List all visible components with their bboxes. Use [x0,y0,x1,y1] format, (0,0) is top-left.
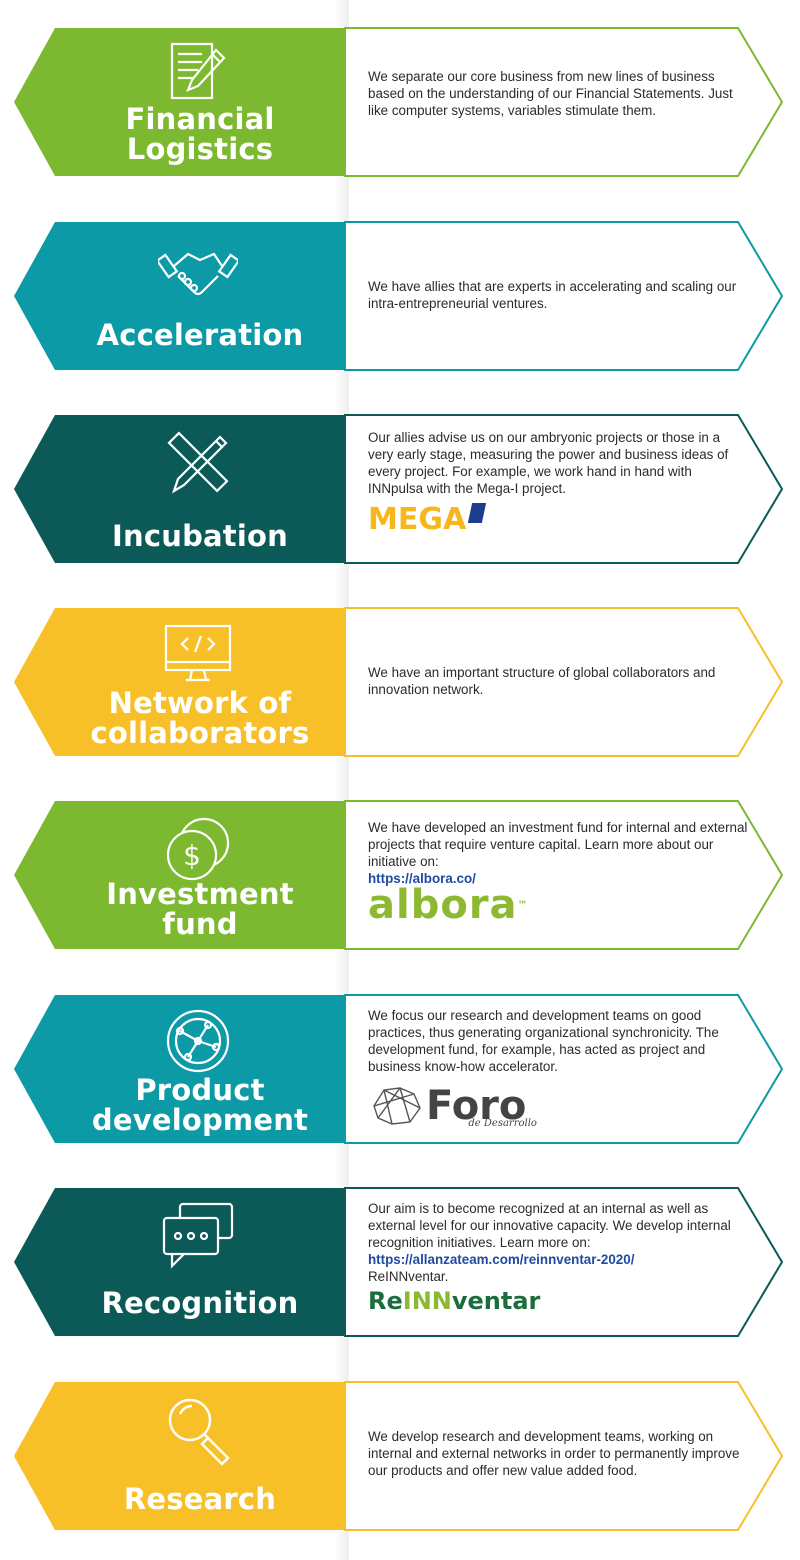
albora-link[interactable]: https://albora.co/ [368,871,476,886]
description-text: We separate our core business from new l… [368,69,733,118]
network-mesh-icon [373,1086,421,1125]
description-text: We have an important structure of global… [368,665,716,697]
row-shape [14,607,784,757]
row-title: Acceleration [60,220,340,372]
title-line-1: Network of [108,686,292,720]
row-shape [14,994,784,1144]
row-acceleration: Acceleration We have allies that are exp… [0,220,800,372]
description-text: We focus our research and development te… [368,1008,719,1074]
row-financial-logistics: Financial Logistics We separate our core… [0,26,800,178]
row-shape [14,1381,784,1531]
row-investment-fund: $ Investment fund We have developed an i… [0,799,800,951]
row-description: Our aim is to become recognized at an in… [368,1200,748,1315]
description-text-after: ReINNventar. [368,1269,449,1284]
mega-logo: MEGA [368,503,487,535]
title-line-1: Product [135,1073,265,1107]
row-description: We focus our research and development te… [368,1007,748,1132]
chat-bubbles-icon [162,1202,234,1269]
row-incubation: Incubation Our allies advise us on our a… [0,413,800,565]
row-title: Incubation [60,413,340,565]
description-text: We have developed an investment fund for… [368,820,748,869]
title-line-1: Investment [106,877,294,911]
document-pencil-icon [170,42,226,100]
row-description: We have allies that are experts in accel… [368,278,748,312]
title-line-1: Research [123,1482,277,1516]
row-product-development: Product development We focus our researc… [0,993,800,1145]
coins-dollar-icon: $ [166,817,230,881]
row-title: Product development [60,993,340,1145]
row-title: Recognition [60,1186,340,1338]
reinnventar-link[interactable]: https://allanzateam.com/reinnventar-2020… [368,1252,635,1267]
row-title: Financial Logistics [60,26,340,178]
description-text: We develop research and development team… [368,1429,740,1478]
reinnventar-logo: ReINNventar [368,1287,541,1315]
row-shape [14,221,784,371]
description-text: We have allies that are experts in accel… [368,279,737,311]
row-description: We have an important structure of global… [368,664,748,698]
row-research: Research We develop research and develop… [0,1380,800,1532]
row-description: We have developed an investment fund for… [368,819,748,928]
ruler-pencil-icon [167,431,229,494]
title-line-1: Incubation [112,519,288,553]
monitor-code-icon [164,624,232,682]
row-title: Investment fund [60,799,340,951]
title-line-2: fund [162,907,238,941]
title-line-1: Acceleration [96,318,304,352]
row-description: We separate our core business from new l… [368,68,748,119]
row-title: Network of collaborators [60,606,340,758]
row-description: We develop research and development team… [368,1428,748,1479]
handshake-icon [158,252,238,296]
row-description: Our allies advise us on our ambryonic pr… [368,429,748,535]
row-shape [14,414,784,564]
albora-logo: albora™ [368,882,529,928]
center-divider [335,0,349,1560]
row-shape [14,27,784,177]
magnifier-icon [168,1398,230,1466]
row-recognition: Recognition Our aim is to become recogni… [0,1186,800,1338]
description-text: Our allies advise us on our ambryonic pr… [368,430,729,496]
description-text: Our aim is to become recognized at an in… [368,1201,731,1250]
foro-logo: Foro de Desarrollo [368,1079,748,1132]
title-line-2: collaborators [90,716,310,750]
title-line-1: Recognition [101,1286,299,1320]
svg-text:$: $ [183,839,201,872]
row-network-of-collaborators: Network of collaborators We have an impo… [0,606,800,758]
title-line-1: Financial [125,102,275,136]
globe-network-icon [166,1009,230,1073]
row-title: Research [60,1380,340,1532]
row-shape [14,1187,784,1337]
title-line-2: development [91,1103,309,1137]
title-line-2: Logistics [126,132,274,166]
